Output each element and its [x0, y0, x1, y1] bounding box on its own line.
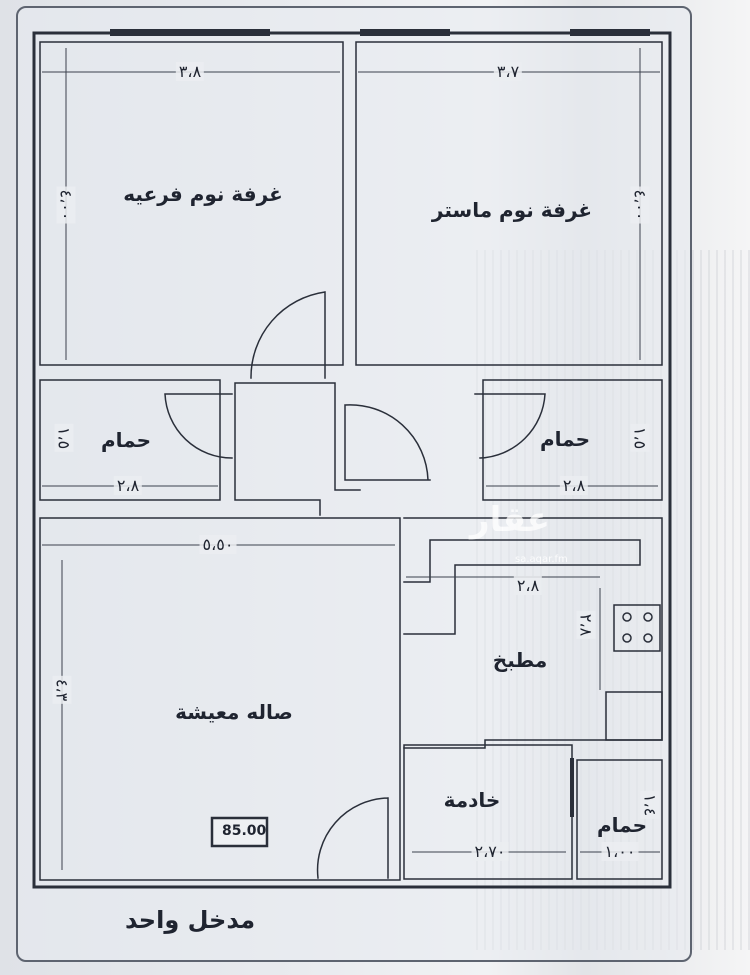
door-bath-left	[164, 393, 233, 459]
dim-maid-bath-height: ١،٤	[640, 790, 660, 820]
door-bedroom-right	[344, 404, 431, 481]
door-bedroom-left	[250, 291, 326, 379]
dim-master-bedroom-height: ٤،٠٠	[630, 186, 650, 224]
dim-maid-bath-width: ١،٠٠	[601, 842, 639, 861]
dim-master-bedroom-width: ٣،٧	[493, 62, 523, 81]
room-label-maid-bathroom: حمام	[597, 813, 647, 837]
area-box	[210, 816, 269, 848]
door-entrance	[316, 797, 389, 879]
bathroom-left-wall	[39, 379, 221, 501]
dim-secondary-bedroom-width: ٣،٨	[175, 62, 205, 81]
dim-kitchen-height: ٢،٨	[576, 610, 596, 640]
fridge	[605, 691, 663, 741]
room-label-master-bedroom: غرفة نوم ماستر	[431, 198, 593, 222]
outer-wall	[32, 31, 672, 889]
room-label-kitchen: مطبخ	[492, 648, 548, 672]
dim-kitchen-width: ٢،٨	[513, 576, 543, 595]
dim-living-height: ٤،٣	[52, 675, 72, 705]
dim-bath-right-width: ٢،٨	[559, 476, 589, 495]
room-label-secondary-bedroom: غرفة نوم فرعيه	[123, 182, 283, 206]
living-wall	[39, 517, 401, 881]
dim-bath-left-width: ٢،٨	[113, 476, 143, 495]
maid-bath-wall	[576, 759, 663, 880]
window-top-right	[570, 29, 650, 36]
door-bath-right	[474, 393, 546, 459]
watermark-brand: عقار	[470, 500, 551, 540]
area-value: 85.00	[222, 823, 267, 839]
bathroom-right-wall	[482, 379, 663, 501]
corridor-wall	[234, 382, 361, 516]
room-label-bathroom-right: حمام	[540, 427, 590, 451]
stove	[613, 604, 661, 652]
secondary-bedroom-wall	[39, 41, 344, 366]
dim-secondary-bedroom-height: ٤،٠٠	[56, 186, 76, 224]
room-label-bathroom-left: حمام	[101, 428, 151, 452]
dim-maid-width: ٢،٧٠	[471, 842, 509, 861]
window-top-mid	[360, 29, 450, 36]
entrance-label: مدخل واحد	[124, 906, 256, 934]
master-bedroom-wall	[355, 41, 663, 366]
dim-bath-left-height: ١،٥	[54, 423, 74, 453]
dim-bath-right-height: ١،٥	[630, 423, 650, 453]
kitchen-wall	[403, 517, 663, 749]
kitchen-counter	[403, 539, 641, 635]
room-label-living-hall: صاله معيشة	[175, 700, 293, 724]
dim-living-width: ٥،٥٠	[199, 535, 237, 554]
room-label-maid-room: خادمة	[443, 788, 501, 812]
watermark-site: sa.aqar.fm	[515, 554, 568, 565]
window-top-left	[110, 29, 270, 36]
